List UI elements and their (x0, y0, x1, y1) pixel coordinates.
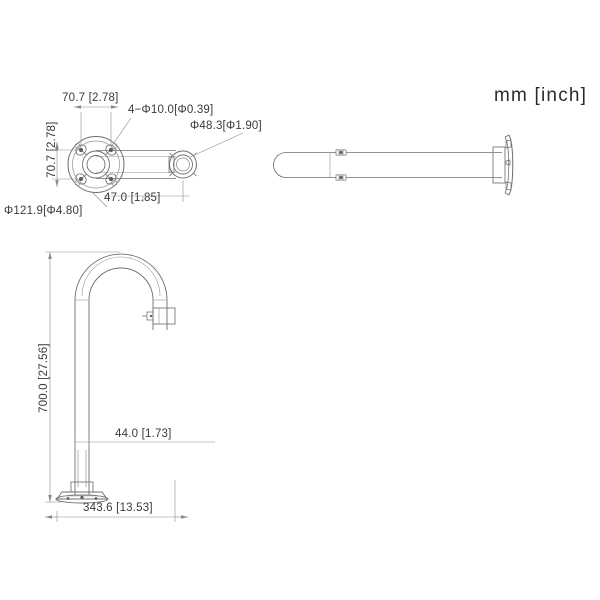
front-view-dimension-lines (45, 251, 215, 522)
side-view-geometry (273, 134, 514, 196)
dim-overall-height: 700.0 [27.56] (38, 343, 50, 413)
units-label: mm [inch] (494, 85, 588, 106)
dim-arm-length: 47.0 [1.85] (104, 192, 161, 204)
dim-pipe-diameter: Φ48.3[Φ1.90] (190, 120, 262, 132)
dim-pole-diameter: 44.0 [1.73] (115, 428, 172, 440)
dim-overall-width: 343.6 [13.53] (83, 502, 153, 514)
dim-flange-diameter: Φ121.9[Φ4.80] (4, 205, 83, 217)
dim-bolt-spacing-vertical: 70.7 [2.78] (46, 121, 58, 178)
dim-hole-callout: 4−Φ10.0[Φ0.39] (128, 104, 214, 116)
top-view-dimension-lines (52, 105, 244, 208)
top-view-geometry (67, 136, 197, 193)
dim-bolt-spacing-horizontal: 70.7 [2.78] (62, 92, 119, 104)
front-view-geometry (55, 253, 176, 504)
